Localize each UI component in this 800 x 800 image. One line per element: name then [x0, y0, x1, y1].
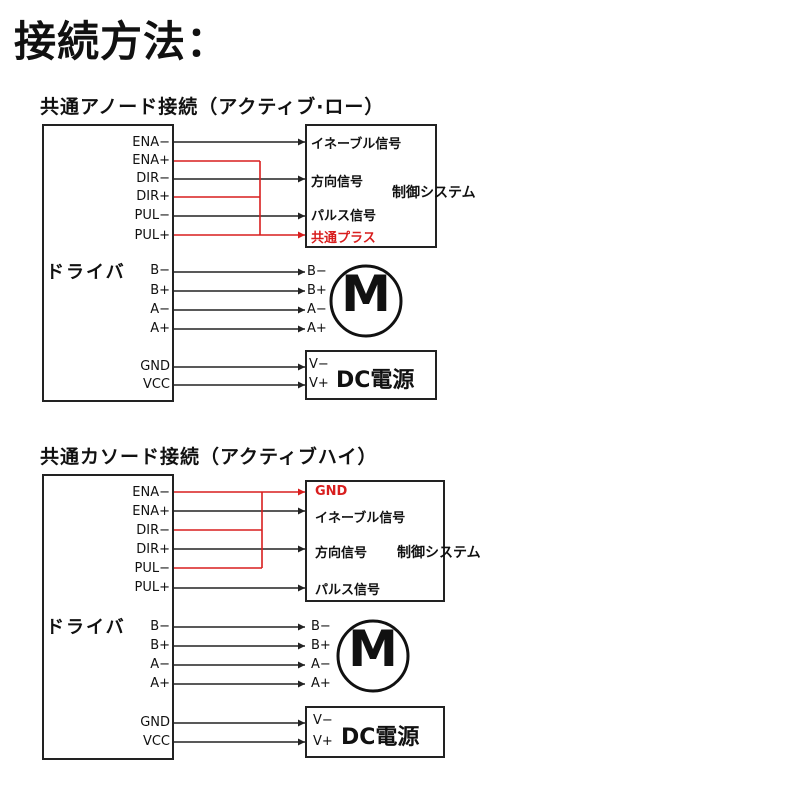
- pin-vcc: VCC: [142, 377, 170, 392]
- motor-symbol: M: [341, 265, 391, 323]
- pin-b-plus: B+: [150, 283, 170, 298]
- motor-pin-b-minus: B−: [307, 264, 327, 279]
- pin-ena-plus: ENA+: [132, 504, 170, 519]
- pin-b-minus: B−: [150, 619, 170, 634]
- pin-pul-minus: PUL−: [134, 208, 171, 223]
- power-terminal-v-plus: V+: [309, 376, 329, 391]
- wire-arrow: [298, 642, 305, 650]
- wire-arrow: [298, 287, 305, 295]
- motor-circle: [336, 619, 410, 693]
- wire-arrow: [298, 661, 305, 669]
- control-system-box-anode: [305, 124, 437, 248]
- pin-dir-plus: DIR+: [136, 542, 170, 557]
- pin-b-minus: B−: [150, 263, 170, 278]
- pin-a-plus: A+: [150, 676, 170, 691]
- dc-power-label: DC電源: [341, 725, 420, 750]
- wire-arrow: [298, 584, 305, 592]
- gnd-common-label: GND: [315, 484, 348, 499]
- common-plus-label: 共通プラス: [311, 231, 376, 246]
- pin-dir-minus: DIR−: [136, 171, 170, 186]
- wire-arrow: [298, 138, 305, 146]
- wire-arrow: [298, 175, 305, 183]
- motor-pin-b-plus: B+: [311, 638, 331, 653]
- pin-dir-plus: DIR+: [136, 189, 170, 204]
- control-system-label: 制御システム: [397, 545, 481, 561]
- wire-arrow: [298, 306, 305, 314]
- power-terminal-v-plus: V+: [313, 734, 333, 749]
- wire-arrow: [298, 507, 305, 515]
- motor-pin-b-plus: B+: [307, 283, 327, 298]
- power-terminal-v-minus: V−: [309, 357, 329, 372]
- wire-arrow: [298, 623, 305, 631]
- driver-box-cathode: [42, 474, 174, 760]
- wire-arrow: [298, 545, 305, 553]
- pin-gnd: GND: [140, 359, 170, 374]
- enable-signal-label: イネーブル信号: [315, 511, 406, 526]
- wire-arrow: [298, 231, 305, 239]
- pin-pul-minus: PUL−: [134, 561, 171, 576]
- control-system-box-cathode: [305, 480, 445, 602]
- dc-power-box-cathode: [305, 706, 445, 758]
- driver-label: ドライバ: [46, 262, 126, 283]
- dc-power-box-anode: [305, 350, 437, 400]
- pin-pul-plus: PUL+: [134, 580, 171, 595]
- wire-arrow: [298, 268, 305, 276]
- pin-gnd: GND: [140, 715, 170, 730]
- wire-arrow: [298, 363, 305, 371]
- pulse-signal-label: パルス信号: [311, 209, 377, 224]
- pin-dir-minus: DIR−: [136, 523, 170, 538]
- section-heading-anode: 共通アノード接続（アクティブ·ロー）: [40, 96, 385, 118]
- page-title: 接続方法：: [14, 17, 230, 66]
- wire-arrow: [298, 381, 305, 389]
- pin-vcc: VCC: [142, 734, 170, 749]
- driver-label: ドライバ: [46, 617, 126, 638]
- motor-symbol: M: [348, 620, 398, 678]
- pin-a-minus: A−: [150, 657, 170, 672]
- power-terminal-v-minus: V−: [313, 713, 333, 728]
- direction-signal-label: 方向信号: [315, 546, 368, 561]
- pin-pul-plus: PUL+: [134, 228, 171, 243]
- motor-pin-a-plus: A+: [311, 676, 331, 691]
- wire-arrow: [298, 738, 305, 746]
- pin-a-plus: A+: [150, 321, 170, 336]
- driver-box-anode: [42, 124, 174, 402]
- section-heading-cathode: 共通カソード接続（アクティブハイ）: [40, 446, 378, 468]
- pin-ena-minus: ENA−: [132, 485, 170, 500]
- dc-power-label: DC電源: [336, 368, 415, 393]
- pin-ena-minus: ENA−: [132, 135, 170, 150]
- wire-arrow: [298, 325, 305, 333]
- pin-b-plus: B+: [150, 638, 170, 653]
- motor-pin-a-plus: A+: [307, 321, 327, 336]
- motor-pin-a-minus: A−: [307, 302, 327, 317]
- wire-arrow: [298, 719, 305, 727]
- wire-arrow: [298, 212, 305, 220]
- pin-ena-plus: ENA+: [132, 153, 170, 168]
- motor-pin-a-minus: A−: [311, 657, 331, 672]
- control-system-label: 制御システム: [392, 185, 476, 201]
- pulse-signal-label: パルス信号: [315, 583, 381, 598]
- pin-a-minus: A−: [150, 302, 170, 317]
- wire-arrow: [298, 488, 305, 496]
- direction-signal-label: 方向信号: [311, 175, 364, 190]
- wire-arrow: [298, 680, 305, 688]
- motor-pin-b-minus: B−: [311, 619, 331, 634]
- enable-signal-label: イネーブル信号: [311, 137, 402, 152]
- motor-circle: [329, 264, 403, 338]
